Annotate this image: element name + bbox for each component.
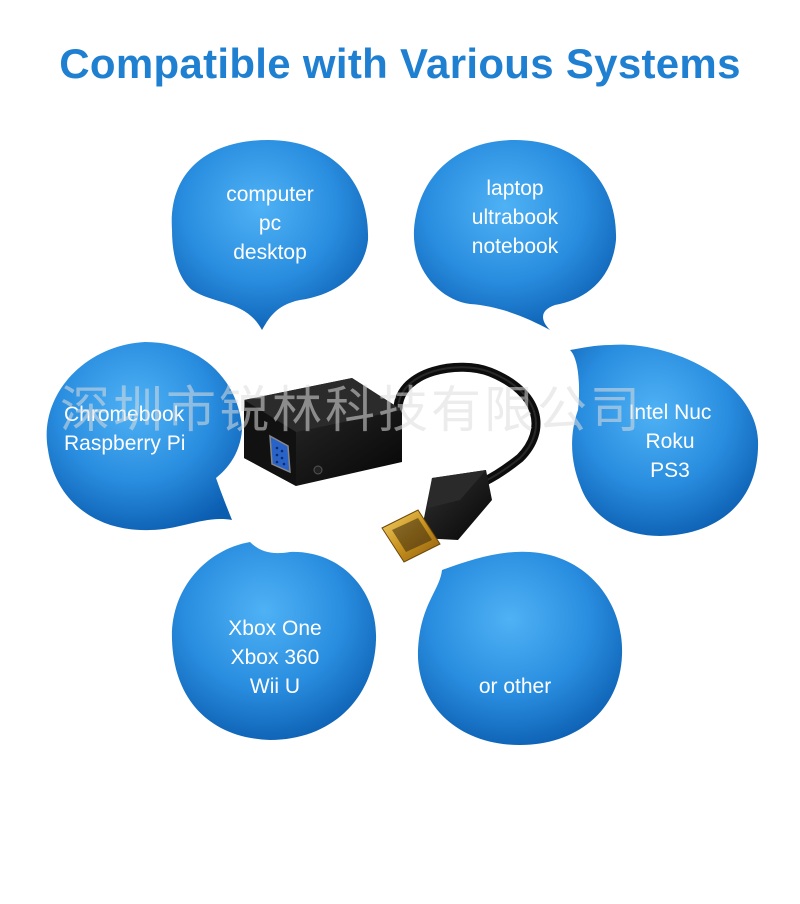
bubble-line: devices with (457, 762, 573, 785)
bubble-line: Wii U (249, 675, 301, 698)
bubble-line: Raspberry Pi (64, 432, 186, 455)
bubble-top-left (171, 140, 369, 330)
bubble-scene (46, 140, 759, 745)
page-title: Compatible with Various Systems (59, 40, 741, 87)
bubble-line: Roku (645, 430, 695, 453)
bubble-bottom-right-text: or other devices with HD port (440, 614, 590, 904)
bubble-top-right (413, 140, 617, 330)
bubble-line: Intel Nuc (628, 401, 712, 424)
bubble-bottom-left-text: Xbox One Xbox 360 Wii U (205, 614, 345, 701)
bubble-top-right-text: laptop ultrabook notebook (445, 174, 585, 261)
bubble-line: or other (478, 675, 552, 698)
bubble-mid-right-text: Intel Nuc Roku PS3 (610, 398, 730, 485)
bubble-line: Xbox One (228, 617, 322, 640)
bubble-line: computer (226, 183, 314, 206)
bubble-line: desktop (233, 241, 307, 264)
bubble-line: notebook (471, 235, 559, 258)
bubble-mid-right (570, 344, 759, 536)
bubble-line: pc (258, 212, 282, 235)
bubble-line: Xbox 360 (230, 646, 320, 669)
hdmi-to-vga-adapter-icon (244, 362, 541, 563)
bubble-line: HD port (464, 849, 566, 872)
bubble-line: Chromebook (64, 403, 185, 426)
bubble-top-left-text: computer pc desktop (200, 180, 340, 267)
bubble-bottom-left (171, 542, 377, 740)
bubble-mid-left (46, 342, 242, 531)
bubble-line: laptop (486, 177, 544, 200)
bubble-mid-left-text: Chromebook Raspberry Pi (64, 400, 185, 458)
bubble-line: PS3 (650, 459, 690, 482)
bubble-bottom-right (417, 551, 623, 745)
bubble-line: ultrabook (471, 206, 559, 229)
